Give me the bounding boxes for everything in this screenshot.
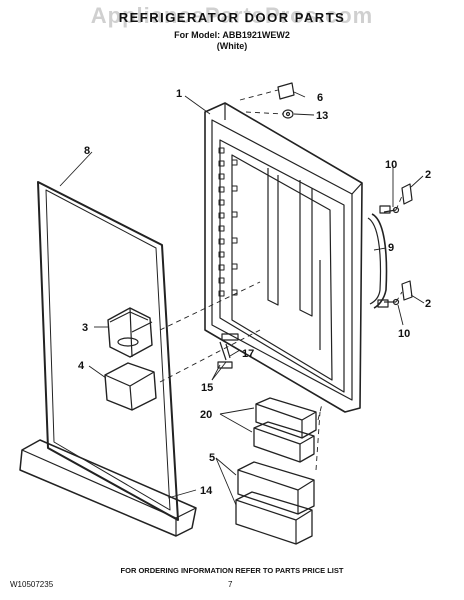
callout-3: 3	[82, 322, 88, 334]
document-id: W10507235	[10, 580, 54, 589]
callout-4: 4	[78, 360, 85, 372]
page-title: REFRIGERATOR DOOR PARTS	[118, 10, 346, 25]
end-cap-top	[401, 183, 413, 205]
callout-1: 1	[176, 88, 182, 100]
door-bin-upper-a	[255, 397, 317, 439]
door-bin-lower-b	[235, 491, 313, 545]
callout-2b: 2	[425, 298, 431, 310]
door-shelf	[19, 439, 197, 537]
model-line: For Model: ABB1921WEW2	[174, 30, 290, 40]
door-bin-upper-b	[253, 421, 315, 463]
plug-button-part	[277, 82, 295, 100]
callout-8: 8	[84, 145, 90, 157]
dairy-door-assembly	[107, 307, 153, 358]
callout-5: 5	[209, 452, 215, 464]
color-line: (White)	[216, 41, 248, 51]
liner-dimples	[218, 147, 238, 297]
ordering-note: FOR ORDERING INFORMATION REFER TO PARTS …	[120, 566, 344, 575]
door-panel	[204, 102, 363, 413]
callout-10a: 10	[385, 159, 397, 171]
door-stop	[221, 333, 239, 341]
callout-20: 20	[200, 409, 212, 421]
leader-lines	[59, 91, 425, 506]
callout-numbers: 1 2 2 3 4 5 6 8 9 10 10 13 14 15 17 20	[78, 88, 431, 497]
handle-screw-bottom	[384, 298, 400, 306]
callout-9: 9	[388, 242, 394, 254]
screw-cap-part	[282, 109, 294, 119]
callout-10b: 10	[398, 328, 410, 340]
dairy-bin	[104, 362, 157, 411]
door-bin-lower-a	[237, 461, 315, 515]
end-cap-bottom	[401, 280, 413, 301]
door-gasket	[37, 181, 179, 521]
handle-screw-top	[383, 206, 400, 214]
callout-6: 6	[317, 92, 323, 104]
callout-13: 13	[316, 110, 328, 122]
callout-17: 17	[242, 348, 254, 360]
door-handle	[367, 205, 391, 309]
callout-14: 14	[200, 485, 213, 497]
page-number: 7	[228, 580, 233, 589]
assembly-lines	[159, 89, 403, 471]
callout-2a: 2	[425, 169, 431, 181]
watermark: AppliancePartsPros.com	[90, 3, 374, 28]
hinge-screws	[217, 341, 233, 369]
callout-15: 15	[201, 382, 213, 394]
